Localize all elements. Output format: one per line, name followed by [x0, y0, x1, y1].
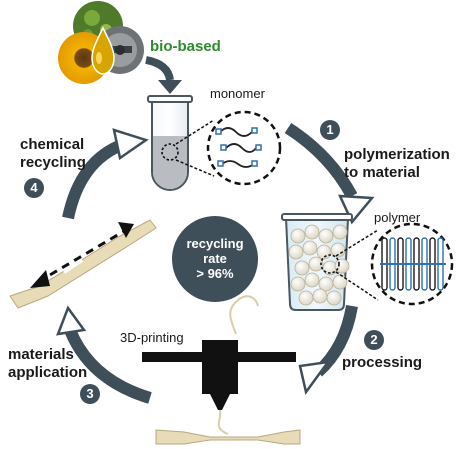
step3-label-line1: materials	[8, 346, 74, 363]
recycling-rate-badge: recycling rate > 96%	[172, 216, 258, 302]
oil-drop-icon	[91, 26, 115, 75]
step1-label-line2: to material	[344, 164, 420, 181]
polymer-bead	[290, 276, 306, 292]
polymer-zoom-bubble	[320, 222, 454, 306]
stretch-double-arrow	[30, 222, 134, 288]
polymer-bead	[294, 260, 310, 276]
polymer-bead	[308, 256, 324, 272]
step-badge-3: 3	[80, 384, 100, 404]
3d-printing-label: 3D-printing	[120, 330, 184, 345]
polymer-bead	[332, 224, 348, 240]
cycle-arrow-3	[56, 305, 152, 404]
bio-arrow	[145, 56, 182, 94]
step1-label-line1: polymerization	[344, 146, 450, 163]
cycle-arrow-4	[62, 128, 149, 220]
monomer-zoom-bubble	[175, 110, 282, 186]
polymer-bead	[298, 290, 314, 306]
polymer-bead	[316, 244, 332, 260]
polymer-bead	[304, 224, 320, 240]
polymer-bead	[304, 272, 320, 288]
step-badge-2: 2	[364, 330, 384, 350]
step4-label-line1: chemical	[20, 136, 85, 153]
polymer-bead	[326, 290, 342, 306]
step-badge-4: 4	[24, 178, 44, 198]
3d-printer-nozzle	[142, 295, 296, 435]
step-badge-1: 1	[320, 120, 340, 140]
polymer-bead	[334, 258, 350, 274]
cycle-arrow-2	[298, 304, 358, 395]
step4-label-line2: recycling	[20, 154, 86, 171]
polymer-bead	[318, 228, 334, 244]
polymer-bead	[332, 274, 348, 290]
step3-label-line2: application	[8, 364, 88, 381]
polymer-bead	[288, 244, 304, 260]
polymer-bead	[290, 228, 306, 244]
recycling-rate-line2: rate	[203, 251, 227, 266]
monomer-label: monomer	[210, 86, 265, 101]
recycling-rate-value: > 96%	[196, 266, 234, 281]
recycling-rate-line1: recycling	[186, 236, 244, 251]
bio-based-label: bio-based	[150, 38, 221, 55]
polymer-bead	[302, 240, 318, 256]
monomer-test-tube	[147, 95, 193, 191]
tensile-specimen-printed	[155, 429, 301, 445]
step2-label: processing	[342, 354, 423, 371]
polymer-label: polymer	[374, 210, 421, 225]
polymer-bead	[312, 288, 328, 304]
cycle-arrow-1	[284, 122, 375, 225]
tensile-specimen-left	[9, 219, 157, 309]
